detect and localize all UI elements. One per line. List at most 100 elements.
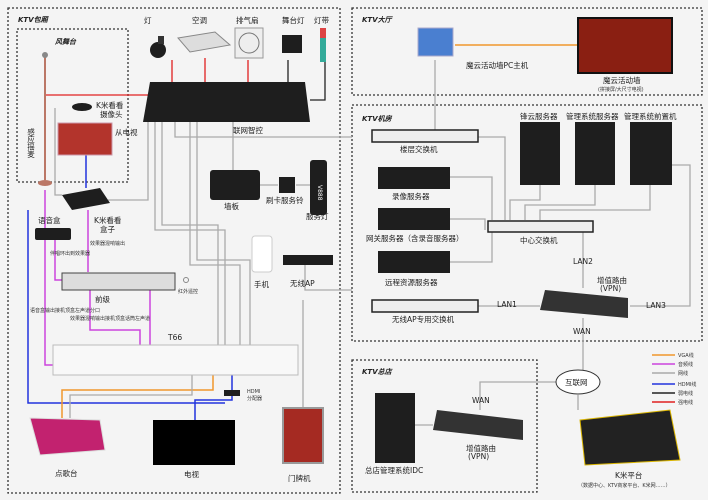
fan-label: 排气扇 xyxy=(236,15,259,25)
door-screen-label: 门牌机 xyxy=(288,473,311,483)
note-voice-out: 语音盒输出接机顶盒左声道分口 xyxy=(30,307,100,314)
light-label: 灯 xyxy=(144,15,152,25)
activity-pc xyxy=(417,27,454,57)
ac-label: 空调 xyxy=(192,15,207,25)
zone-stage-label: 风舞台 xyxy=(54,37,77,46)
card-bell xyxy=(279,177,295,193)
camera-label-2: 摄像头 xyxy=(100,109,123,119)
record-server-label: 录像服务器 xyxy=(392,191,430,201)
preamp xyxy=(61,272,176,291)
card-bell-label: 刷卡服务铃 xyxy=(266,195,304,205)
hq-router xyxy=(433,410,523,440)
ir-remote-icon xyxy=(183,277,189,283)
zone-machine-room-label: KTV机房 xyxy=(362,114,393,123)
kmi-box-label-1: K米看看 xyxy=(94,215,122,225)
exhaust-fan-icon xyxy=(234,27,264,59)
kmi-box xyxy=(62,188,110,210)
service-light-label: 服务灯 xyxy=(306,211,329,221)
door-screen xyxy=(282,407,324,464)
wireless-ap-label: 无线AP xyxy=(290,278,315,288)
sub-tv xyxy=(57,122,113,156)
song-console xyxy=(29,417,106,456)
kmi-box-label-2: 盒子 xyxy=(100,224,115,234)
camera-icon xyxy=(72,103,92,111)
sub-tv-label: 从电视 xyxy=(115,127,138,137)
hq-wan-label: WAN xyxy=(472,396,490,405)
server-fengyun xyxy=(520,122,560,185)
platform-label: K米平台 xyxy=(615,470,642,480)
server-front xyxy=(630,122,672,185)
wireless-ap xyxy=(283,255,333,265)
gateway-server xyxy=(378,208,450,230)
legend-label-vga: VGA线 xyxy=(678,352,694,359)
server1-label: 锋云服务器 xyxy=(520,111,558,121)
legend-label-network: 网线 xyxy=(678,370,688,377)
activity-wall xyxy=(577,17,673,74)
platform-sub: （数据中心、KTV商家平台、K米网……） xyxy=(578,482,671,489)
wall-panel-label: 墙板 xyxy=(224,201,239,211)
router-label-2: (VPN) xyxy=(600,284,621,293)
zone-hall-label: KTV大厅 xyxy=(362,15,394,24)
cables xyxy=(27,44,691,426)
controller-label: 联网智控 xyxy=(233,125,263,135)
light-icon xyxy=(150,36,166,58)
idc-server xyxy=(375,393,415,463)
record-server xyxy=(378,167,450,189)
floor-switch-label: 楼层交换机 xyxy=(400,144,438,154)
voice-box xyxy=(35,228,71,240)
note-fx-out: 效果器混响输出 xyxy=(90,240,125,247)
legend-label-strong: 强电线 xyxy=(678,399,693,406)
kmi-platform-datacenter xyxy=(579,409,681,466)
tv-label: 电视 xyxy=(184,469,199,479)
zone-hall xyxy=(351,7,703,96)
idc-label: 总店管理系统IDC xyxy=(365,465,423,475)
core-switch-label: 中心交换机 xyxy=(520,235,558,245)
zone-machine-room xyxy=(351,104,703,342)
ir-label: 红外遥控 xyxy=(178,288,198,295)
vpn-router xyxy=(540,290,628,318)
zone-room xyxy=(7,7,341,494)
hdmi-splitter-label-2: 分配器 xyxy=(247,395,262,402)
lan1-label: LAN1 xyxy=(497,300,517,309)
tv xyxy=(153,420,235,465)
service-light-text: V888 xyxy=(316,185,323,201)
hdmi-splitter-label-1: HDMI xyxy=(247,389,260,395)
camera-label-1: K米看看 xyxy=(96,100,124,110)
legend-label-hdmi: HDMI线 xyxy=(678,381,696,388)
remote-server xyxy=(378,251,450,273)
gateway-server-label: 网关服务器（含录音服务器） xyxy=(366,233,464,243)
wall-panel xyxy=(210,170,260,200)
legend-label-audio: 音频线 xyxy=(678,361,693,368)
legend: VGA线 音频线 网线 HDMI线 弱电线 强电线 xyxy=(652,352,696,406)
hq-router-label-1: 增值路由 xyxy=(466,443,496,453)
zone-room-label: KTV包厢 xyxy=(18,15,50,24)
set-top-box-t66 xyxy=(52,344,299,376)
lan3-label: LAN3 xyxy=(646,301,666,310)
preamp-label: 前级 xyxy=(95,294,110,304)
core-switch xyxy=(487,220,594,233)
air-conditioner-icon xyxy=(177,31,232,53)
activity-wall-label: 魔云活动墙 xyxy=(603,75,641,85)
led-strip-label: 灯带 xyxy=(314,15,329,25)
server2-label: 管理系统服务器 xyxy=(566,111,619,121)
zone-hq-label: KTV总店 xyxy=(362,367,394,376)
legend-label-weak: 弱电线 xyxy=(678,390,693,397)
phone xyxy=(251,235,273,273)
floor-switch xyxy=(371,129,479,143)
internet-label: 互联网 xyxy=(565,378,588,387)
hdmi-splitter xyxy=(224,390,240,396)
song-console-label: 点歌台 xyxy=(55,468,78,478)
note-voice: 伴唱环出到效果器 xyxy=(50,250,90,257)
activity-pc-label: 魔云活动墙PC主机 xyxy=(466,60,529,70)
server-management xyxy=(575,122,615,185)
server3-label: 管理系统前置机 xyxy=(624,111,677,121)
phone-label: 手机 xyxy=(254,279,269,289)
ap-switch xyxy=(371,299,479,313)
smart-controller xyxy=(143,82,310,122)
stage-light-label: 舞台灯 xyxy=(282,15,305,25)
ap-switch-label: 无线AP专用交换机 xyxy=(392,314,455,324)
remote-server-label: 远程资源服务器 xyxy=(385,277,438,287)
zone-hq xyxy=(351,359,538,493)
activity-wall-sub: (拼接屏/大尺寸电视) xyxy=(598,86,644,93)
